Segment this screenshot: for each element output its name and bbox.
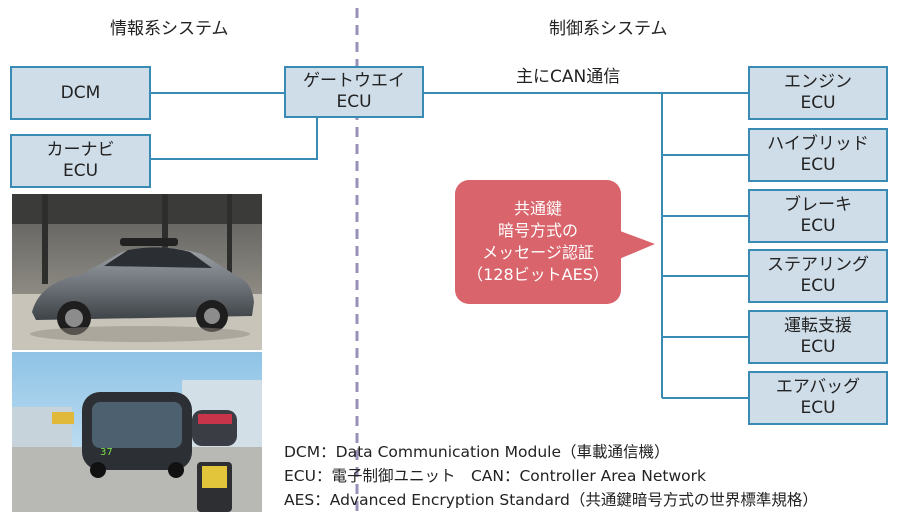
brake-ecu-box: ブレーキ ECU bbox=[748, 189, 888, 243]
callout-text: 共通鍵 暗号方式の メッセージ認証 （128ビットAES） bbox=[460, 184, 616, 300]
callout-line4: （128ビットAES） bbox=[467, 265, 609, 284]
brake-ecu-line1: ブレーキ bbox=[784, 195, 852, 215]
steering-ecu-line1: ステアリング bbox=[767, 255, 869, 275]
hybrid-ecu-line2: ECU bbox=[800, 155, 836, 175]
steering-ecu-line2: ECU bbox=[800, 276, 836, 296]
dcm-box: DCM bbox=[10, 66, 151, 120]
airbag-ecu-box: エアバッグ ECU bbox=[748, 371, 888, 425]
autonomous-shuttle-photo: 37 bbox=[12, 352, 262, 512]
callout-line3: メッセージ認証 bbox=[482, 243, 594, 262]
engine-ecu-box: エンジン ECU bbox=[748, 66, 888, 120]
autonomous-car-photo bbox=[12, 194, 262, 350]
control-system-heading: 制御系システム bbox=[549, 19, 668, 39]
driving-assist-ecu-box: 運転支援 ECU bbox=[748, 310, 888, 364]
brake-ecu-line2: ECU bbox=[800, 216, 836, 236]
carnav-ecu-line1: カーナビ bbox=[46, 140, 115, 160]
info-system-heading: 情報系システム bbox=[110, 19, 229, 39]
legend-aes: AES：Advanced Encryption Standard（共通鍵暗号方式… bbox=[284, 491, 818, 509]
svg-text:37: 37 bbox=[100, 447, 113, 458]
callout-bubble bbox=[455, 180, 655, 304]
steering-ecu-box: ステアリング ECU bbox=[748, 249, 888, 303]
gateway-ecu-box: ゲートウエイ ECU bbox=[284, 66, 424, 118]
wire-carnav-gateway bbox=[151, 118, 318, 160]
can-label: 主にCAN通信 bbox=[516, 67, 621, 87]
engine-ecu-line2: ECU bbox=[800, 93, 836, 113]
gateway-line2: ECU bbox=[336, 92, 372, 112]
hybrid-ecu-box: ハイブリッド ECU bbox=[748, 128, 888, 182]
callout-line2: 暗号方式の bbox=[497, 221, 578, 240]
legend-dcm: DCM：Data Communication Module（車載通信機） bbox=[284, 443, 670, 461]
carnav-ecu-box: カーナビ ECU bbox=[10, 134, 151, 188]
hybrid-ecu-line1: ハイブリッド bbox=[767, 134, 869, 154]
legend-ecu-can: ECU：電子制御ユニット CAN：Controller Area Network bbox=[284, 467, 706, 485]
callout-line1: 共通鍵 bbox=[513, 199, 562, 218]
driving-assist-ecu-line2: ECU bbox=[800, 337, 836, 357]
airbag-ecu-line1: エアバッグ bbox=[775, 377, 861, 397]
gateway-line1: ゲートウエイ bbox=[303, 71, 405, 91]
engine-ecu-line1: エンジン bbox=[784, 72, 852, 92]
dcm-box-label: DCM bbox=[60, 82, 101, 103]
driving-assist-ecu-line1: 運転支援 bbox=[784, 316, 852, 336]
carnav-ecu-line2: ECU bbox=[62, 161, 99, 181]
airbag-ecu-line2: ECU bbox=[800, 398, 836, 418]
